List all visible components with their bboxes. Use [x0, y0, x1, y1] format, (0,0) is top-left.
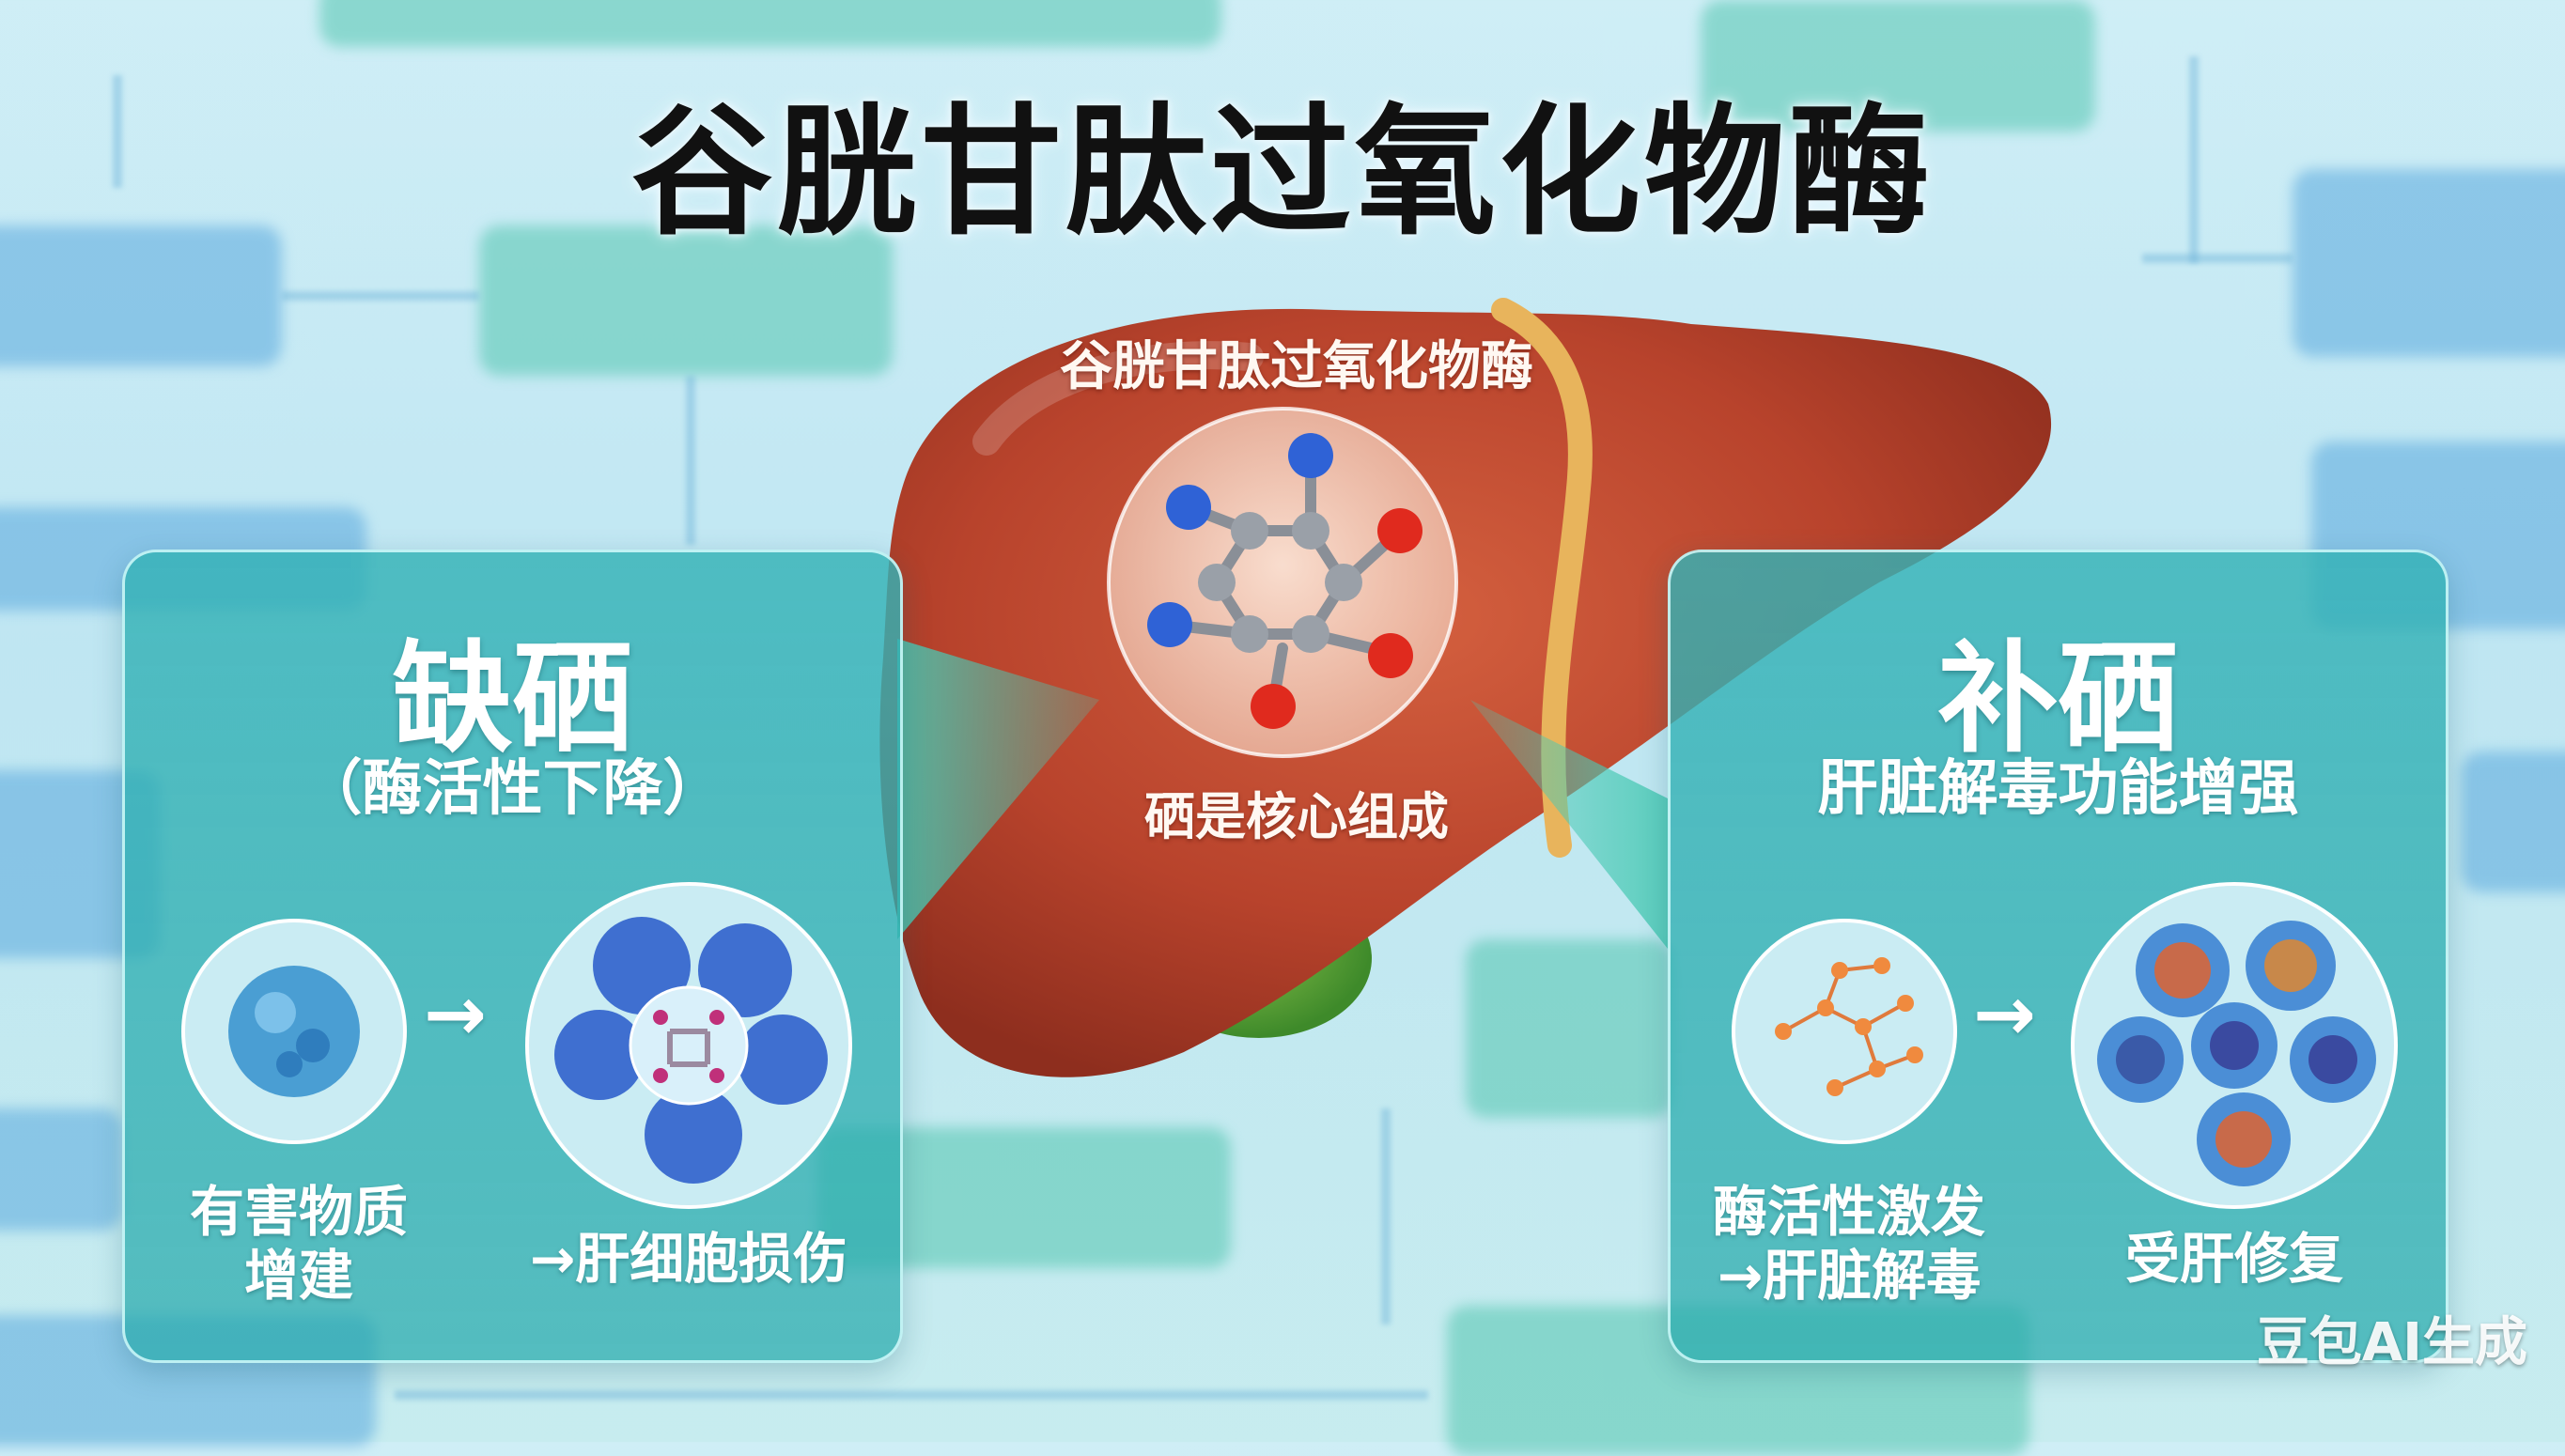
right-connector-glow	[1470, 700, 1668, 949]
panel-subtitle: （酶活性下降）	[302, 754, 723, 824]
healthy-liver-cells-icon	[2071, 882, 2398, 1209]
enzyme-network-icon	[1732, 919, 1957, 1144]
caption-enzyme-activation: 酶活性激发 →肝脏解毒	[1712, 1180, 1985, 1309]
caption-cell-damage: →肝细胞损伤	[529, 1227, 848, 1291]
left-connector-glow	[897, 639, 1099, 939]
liver-label: 谷胱甘肽过氧化物酶	[1060, 336, 1533, 397]
caption-liver-repair: 受肝修复	[2124, 1227, 2343, 1291]
arrow-icon: →	[424, 970, 488, 1058]
panel-title: 补硒	[1937, 629, 2179, 769]
liver-subtitle: 硒是核心组成	[1144, 787, 1449, 846]
ligament	[1491, 298, 1593, 858]
panel-subtitle: 肝脏解毒功能增强	[1817, 754, 2299, 824]
molecule-atoms	[1147, 433, 1422, 729]
panel-title: 缺硒	[392, 629, 633, 769]
selenium-supplement-panel: 补硒 肝脏解毒功能增强 → 酶活性激发 →肝脏解毒 受肝修复	[1668, 550, 2448, 1363]
caption-harmful-substance: 有害物质 增建	[189, 1180, 408, 1309]
arrow-icon: →	[1973, 970, 2037, 1058]
watermark: 豆包AI生成	[2256, 1312, 2527, 1373]
page-title: 谷胱甘肽过氧化物酶	[630, 91, 1934, 255]
damaged-liver-cells-icon	[525, 882, 852, 1209]
harmful-cell-icon	[181, 919, 407, 1144]
selenium-deficiency-panel: 缺硒 （酶活性下降） → 有害物质 增建 →肝细胞损伤	[122, 550, 903, 1363]
